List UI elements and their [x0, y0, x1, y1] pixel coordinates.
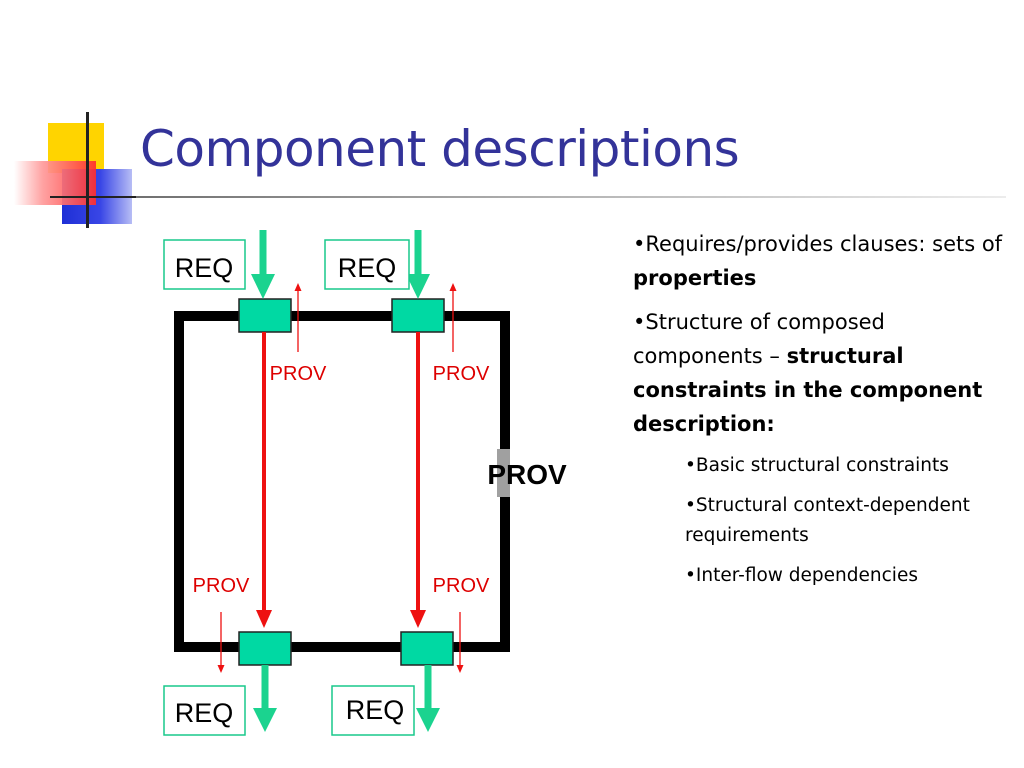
bullet-requires-provides: •Requires/provides clauses: sets of prop…: [633, 227, 1008, 295]
title-underline: [136, 196, 1006, 198]
req-arrow-bottom-left: [253, 665, 277, 732]
decor-horizontal-line: [50, 196, 170, 198]
req-box-top-right: [324, 239, 410, 290]
bullet-text: •Requires/provides clauses: sets of: [633, 232, 1003, 256]
req-label-bottom-right: REQ: [346, 695, 405, 725]
bullet-list: •Requires/provides clauses: sets of prop…: [633, 227, 1008, 601]
decor-vertical-line: [86, 112, 89, 228]
req-arrow-top-right: [406, 230, 430, 299]
slide-title: Component descriptions: [140, 120, 740, 178]
prov-arrow-bottom-left: [217, 612, 225, 673]
port-top-right: [391, 298, 445, 333]
port-bottom-left: [238, 631, 292, 666]
prov-arrow-bottom-right: [456, 612, 464, 673]
bullet-bold-text: properties: [633, 266, 757, 290]
port-bottom-right: [400, 631, 454, 666]
prov-label-bottom-right: PROV: [433, 575, 490, 597]
prov-arrow-top-left: [294, 283, 302, 352]
req-box-top-left: [163, 239, 246, 290]
prov-flow-right: [410, 332, 426, 628]
sub-bullet-interflow: •Inter-flow dependencies: [685, 565, 918, 586]
req-arrow-bottom-right: [416, 665, 440, 732]
bullet-text: •Structure of composed components –: [633, 310, 885, 368]
sub-bullet-context: •Structural context-dependent requiremen…: [685, 495, 970, 546]
req-box-bottom-right: [331, 685, 415, 736]
prov-label-right-port: PROV: [487, 459, 567, 490]
prov-label-top-right: PROV: [433, 363, 490, 385]
req-label-top-right: REQ: [338, 253, 397, 283]
bullet-structure: •Structure of composed components – stru…: [633, 305, 1008, 441]
prov-label-top-left: PROV: [270, 363, 327, 385]
req-box-bottom-left: [163, 685, 246, 736]
bullet-bold-text: structural constraints in the component …: [633, 344, 983, 436]
prov-label-bottom-left: PROV: [193, 575, 250, 597]
port-top-left: [238, 298, 292, 333]
req-label-top-left: REQ: [175, 253, 234, 283]
sub-bullet-basic: •Basic structural constraints: [685, 455, 949, 476]
prov-flow-left: [256, 332, 272, 628]
prov-arrow-top-right: [449, 283, 457, 352]
right-port: [497, 449, 510, 497]
req-arrow-top-left: [251, 230, 275, 299]
req-label-bottom-left: REQ: [175, 698, 234, 728]
